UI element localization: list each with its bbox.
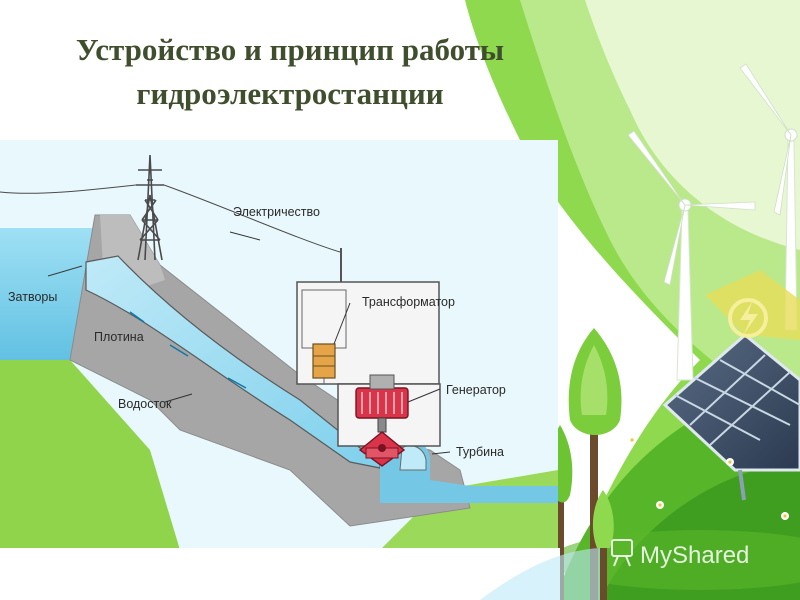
slide-title-line2: гидроэлектростанции	[136, 76, 444, 111]
generator-unit	[355, 374, 409, 433]
turbine-pointer	[431, 451, 451, 455]
slide-title-line1: Устройство и принцип работы	[75, 32, 505, 67]
label-gates: Затворы	[8, 290, 57, 304]
tree-icon	[568, 328, 622, 600]
tree-icon	[592, 490, 614, 600]
label-transformer: Трансформатор	[362, 295, 455, 309]
slide-title: Устройство и принцип работы гидроэлектро…	[20, 28, 560, 116]
presentation-icon	[611, 539, 633, 557]
wind-turbine-icon	[627, 130, 756, 381]
flower-icon	[628, 436, 789, 520]
electricity-arrow	[229, 231, 261, 241]
reservoir	[0, 228, 95, 360]
wind-turbine-icon	[739, 63, 798, 331]
label-electricity: Электричество	[233, 205, 320, 219]
solar-panel-icon	[662, 270, 800, 501]
power-pylon	[136, 154, 164, 261]
watermark-text: MyShared	[640, 542, 749, 569]
grass-slope	[0, 360, 180, 550]
generator-pointer	[407, 388, 441, 403]
hydro-diagram: Электричество Затворы Плотина Трансформа…	[0, 140, 558, 550]
label-drain: Водосток	[118, 397, 172, 411]
gates-pointer	[47, 265, 83, 277]
label-generator: Генератор	[446, 383, 506, 397]
drain-pointer	[164, 393, 193, 403]
transformer-pointer	[333, 302, 351, 345]
label-dam: Плотина	[94, 330, 144, 344]
label-turbine: Турбина	[456, 445, 504, 459]
watermark: MyShared	[611, 539, 749, 569]
turbine-unit	[358, 431, 406, 467]
transformer-unit	[312, 343, 336, 379]
outlet-water	[380, 436, 558, 503]
